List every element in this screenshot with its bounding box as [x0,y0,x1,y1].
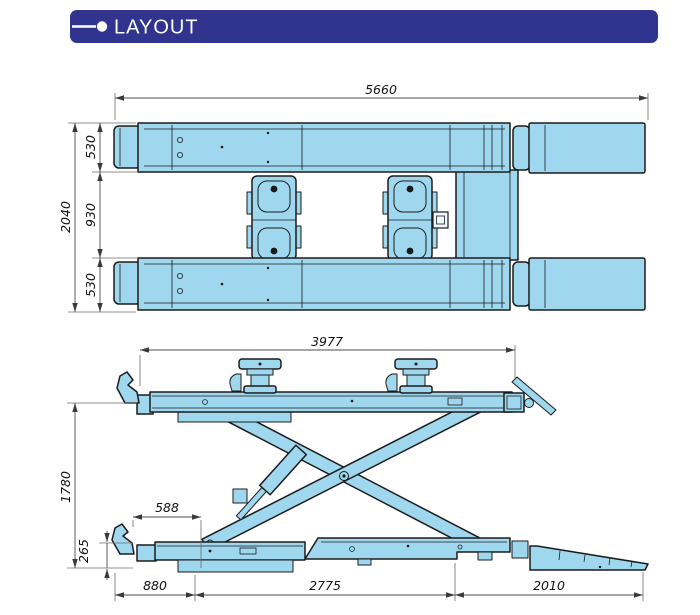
dim-overall-length: 5660 [114,82,649,120]
plan-jack-1 [246,175,302,261]
page-title: LAYOUT [114,17,199,39]
dim-label-platform-length: 3977 [311,334,343,349]
side-jack-1 [229,358,282,394]
side-drive-on-ramp [511,540,649,571]
side-jack-2 [385,358,438,394]
dim-label-base-length: 2775 [309,578,341,593]
hydraulic-cylinder [258,444,308,496]
lowered-underbox [177,559,294,573]
jack-handle [229,373,242,392]
wheel-stop-raised [116,371,140,404]
ramp-hinge [524,398,534,408]
plan-runway-rear [113,257,511,311]
dim-label-wheelstop-offset: 588 [155,500,179,515]
dim-label-runway-front: 530 [83,135,98,159]
dim-platform-length: 3977 [139,334,516,386]
plan-control-box [432,211,449,229]
plan-ramp-rear [512,257,646,311]
side-lowered-platform [111,523,306,573]
side-platform [116,371,557,423]
dim-overall-width: 2040 [58,122,136,313]
dim-label-track: 930 [83,203,98,227]
dim-label-runway-rear: 530 [83,273,98,297]
banner-background [70,10,658,43]
dim-bottom-chain: 880 2775 2010 [114,563,644,601]
header-banner: LAYOUT [70,10,658,43]
plan-runway-front [113,122,511,173]
dim-lowered-height: 265 [76,531,133,580]
side-view: 3977 1780 265 588 [58,334,649,601]
side-scissor [201,399,487,554]
dim-label-overall-length: 5660 [365,82,397,97]
plan-crossbeam [455,169,519,261]
wheel-stop-lowered [111,523,135,555]
dim-label-lowered-height: 265 [76,539,91,563]
bullet-icon [96,21,108,32]
dim-label-ramp-length: 2010 [533,578,565,593]
side-base-frame [304,537,511,566]
dim-label-raised-height: 1780 [58,471,73,503]
plan-jack-2 [382,175,438,261]
dim-label-front-overhang: 880 [143,578,167,593]
ramp-connector [511,540,529,559]
dim-wheelstop-offset: 588 [132,500,202,568]
plan-endcap-rear [113,261,142,305]
plan-endcap-front [113,125,142,169]
platform-end-box [503,392,525,413]
plan-view: 5660 2040 530 930 530 [58,82,649,313]
dim-raised-height: 1780 [58,402,137,569]
dim-width-chain: 530 930 530 [83,123,137,312]
plan-ramp-front [512,122,646,174]
dim-label-overall-width: 2040 [58,201,73,233]
cylinder-bracket [232,488,248,504]
